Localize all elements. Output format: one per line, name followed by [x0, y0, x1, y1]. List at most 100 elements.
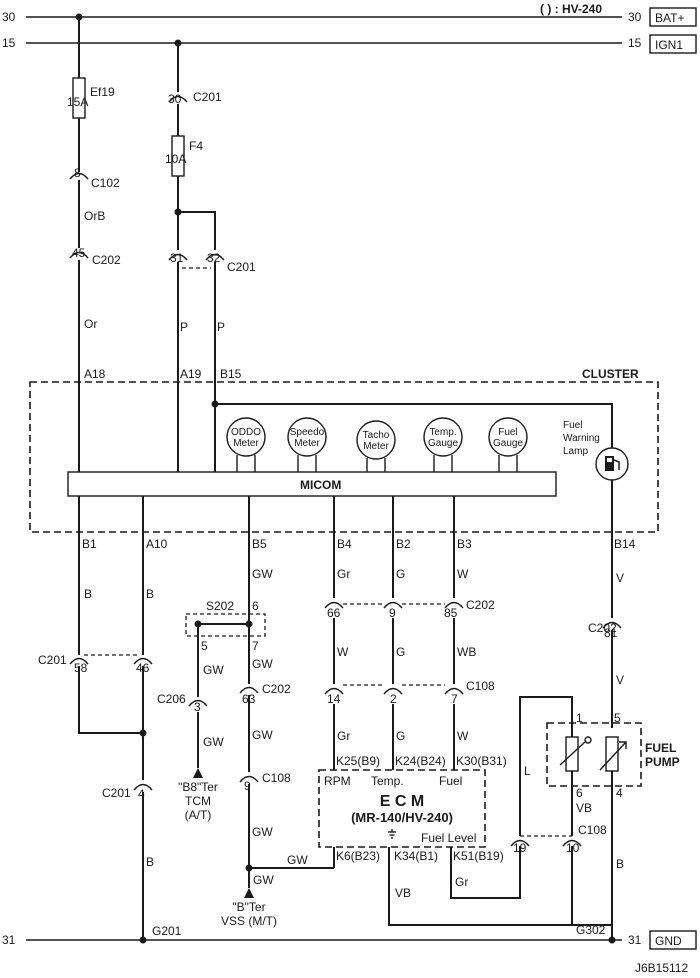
pin-a10: A10: [146, 537, 168, 551]
wire-gr-1: Gr: [337, 567, 350, 581]
pin-b14: B14: [614, 537, 636, 551]
cluster-module: CLUSTER MICOM ODDO Meter Speedo Meter Ta…: [29, 367, 659, 618]
vss-line2: VSS (M/T): [221, 914, 277, 928]
wire-w-3: W: [457, 729, 469, 743]
gnd-tag-box: [649, 930, 697, 950]
fuel-pump-icon: [605, 456, 620, 471]
micom-label: MICOM: [300, 478, 341, 492]
meter-oddo-line1: ODDO: [231, 427, 261, 438]
pin-a19: A19: [180, 367, 202, 381]
wire-p-2: P: [217, 320, 225, 334]
bat-rail-note: ( ) : HV-240: [540, 2, 602, 16]
cluster-boundary: [29, 381, 659, 533]
c201-4-pin: 4: [138, 787, 145, 801]
fuel-warning-lamp: Fuel Warning Lamp: [563, 420, 629, 618]
gauge-temp-line1: Temp.: [429, 427, 456, 438]
ign-tag: IGN1: [655, 38, 683, 52]
ecm-module: K25(B9) K24(B24) K30(B31) RPM Temp. Fuel…: [318, 754, 612, 926]
bat-tag-box: [649, 7, 697, 27]
tcm-line3: (A/T): [185, 808, 212, 822]
wire-w-1: W: [457, 567, 469, 581]
meter-tacho-line1: Tacho: [363, 430, 390, 441]
c201-mid-pin-a: 58: [74, 661, 88, 675]
c202-row-pin-2: 9: [389, 606, 396, 620]
fuel-pump-module: C202 81 V 1 5 FUEL PUMP G302 4 B L 6: [510, 621, 680, 944]
diagram-code: J6B15112: [635, 961, 688, 975]
ecm-input-temp: Temp.: [371, 774, 404, 788]
c202-row-pin-3: 85: [444, 606, 458, 620]
meter-speedo-line2: Meter: [294, 438, 320, 449]
tcm-line1: "B8"Ter: [178, 780, 218, 794]
ecm-title: E C M: [380, 793, 424, 810]
connector-c202-45-symbol: [69, 251, 89, 259]
meter-tacho: Tacho Meter: [356, 420, 396, 472]
wire-wb: WB: [457, 645, 476, 659]
vss-line1: "B"Ter: [232, 900, 265, 914]
cluster-lower-wiring: B1 B A10 B B5 GW B4 Gr B2 G B3 W B14 V: [78, 496, 636, 655]
c202-81-name: C202: [588, 621, 617, 635]
ign-rail-right-num: 15: [628, 36, 642, 50]
wire-gw-4: GW: [203, 735, 224, 749]
gauge-fuel-line1: Fuel: [498, 427, 517, 438]
c102-name: C102: [91, 176, 120, 190]
pump-pin-4: 4: [616, 786, 623, 800]
fuse-ef19-name: Ef19: [90, 85, 115, 99]
pump-line1: FUEL: [645, 741, 676, 755]
wire-gw-3: GW: [252, 657, 273, 671]
wire-p-1: P: [180, 320, 188, 334]
c108-row-pin-3: 7: [451, 692, 458, 706]
pump-line2: PUMP: [645, 755, 680, 769]
pump-pin-5: 5: [614, 711, 621, 725]
lamp-line1: Fuel: [563, 420, 582, 431]
vss-terminal-arrow: [244, 888, 254, 898]
gauge-fuel-line2: Gauge: [493, 438, 523, 449]
g201-branch: C201 4 B G201: [102, 783, 182, 944]
pin-b4: B4: [337, 537, 352, 551]
bat-rail-left-num: 30: [2, 10, 16, 24]
pin-b3: B3: [457, 537, 472, 551]
c108-pump-name: C108: [578, 823, 607, 837]
gauge-temp-line2: Gauge: [428, 438, 458, 449]
wire-gw-7: GW: [287, 853, 308, 867]
ecm-bottom-pin-3: K51(B19): [453, 849, 504, 863]
g302-label: G302: [576, 923, 606, 937]
pin-a18: A18: [84, 367, 106, 381]
c108-9-pin: 9: [244, 779, 251, 793]
gauge-temp: Temp. Gauge: [423, 417, 463, 472]
wire-gw-6: GW: [252, 825, 273, 839]
c108-pump-pin-6: 6: [576, 786, 583, 800]
wire-or: Or: [84, 317, 97, 331]
fuse-f4-rating: 10A: [165, 152, 186, 166]
c108-row-pin-1: 14: [327, 692, 341, 706]
connector-c108-row: 14 2 7 C108 Gr G W: [324, 679, 495, 770]
pin-b1: B1: [82, 537, 97, 551]
ecm-input-rpm: RPM: [324, 774, 351, 788]
c202-row-pin-1: 66: [327, 606, 341, 620]
c108-9-name: C108: [262, 771, 291, 785]
connector-c201-31-symbol: [168, 253, 188, 261]
s202-pin-b: 5: [201, 639, 208, 653]
lamp-line2: Warning: [563, 433, 600, 444]
meter-oddo: ODDO Meter: [226, 417, 266, 472]
c202-top-pin: 45: [72, 246, 86, 260]
connector-c201-32-symbol: [205, 253, 225, 261]
wire-g-3: G: [396, 729, 405, 743]
gnd-tag: GND: [655, 934, 682, 948]
c201-pair-pin-a: 31: [170, 251, 184, 265]
splice-s202: S202 6 5 7 GW GW: [185, 599, 273, 697]
wire-v-2: V: [616, 673, 624, 687]
pin-b5: B5: [252, 537, 267, 551]
ecm-fuel-level: Fuel Level: [421, 831, 476, 845]
ecm-bottom-pin-2: K34(B1): [394, 849, 438, 863]
wire-l: L: [524, 764, 531, 778]
wire-vb-1: VB: [395, 886, 411, 900]
wire-gw-8: GW: [253, 873, 274, 887]
ecm-bottom-pin-1: K6(B23): [336, 849, 380, 863]
wire-g-1: G: [396, 567, 405, 581]
wire-w-2: W: [337, 645, 349, 659]
connector-c201-58-46: C201 58 46: [38, 653, 153, 780]
gauge-fuel: Fuel Gauge: [488, 417, 528, 472]
connector-c102-symbol: [69, 172, 89, 180]
c108-row-pin-2: 2: [390, 692, 397, 706]
c206-name: C206: [157, 692, 186, 706]
